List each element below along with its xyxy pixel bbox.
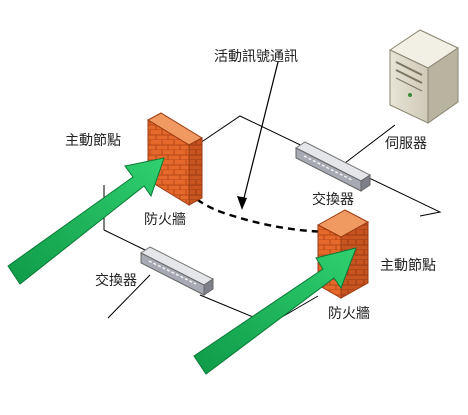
- switch-lower-label: 交換器: [95, 273, 137, 289]
- active-node-right-label: 主動節點: [380, 258, 436, 274]
- firewall-left-label: 防火牆: [144, 212, 186, 228]
- heartbeat-label: 活動訊號通訊: [214, 49, 298, 65]
- firewall-icon: [146, 112, 204, 206]
- firewall-right-label: 防火牆: [328, 306, 370, 322]
- heartbeat-link: [150, 129, 336, 234]
- arrow-icon: [193, 247, 357, 375]
- heartbeat-pointer: [237, 61, 279, 210]
- switch-icon: [295, 141, 371, 192]
- server-label: 伺服器: [385, 136, 427, 152]
- switch-icon: [140, 246, 214, 296]
- server-icon: [388, 29, 460, 124]
- switch-upper-label: 交換器: [312, 192, 354, 208]
- active-node-left-label: 主動節點: [65, 133, 121, 149]
- arrow-icon: [7, 157, 165, 285]
